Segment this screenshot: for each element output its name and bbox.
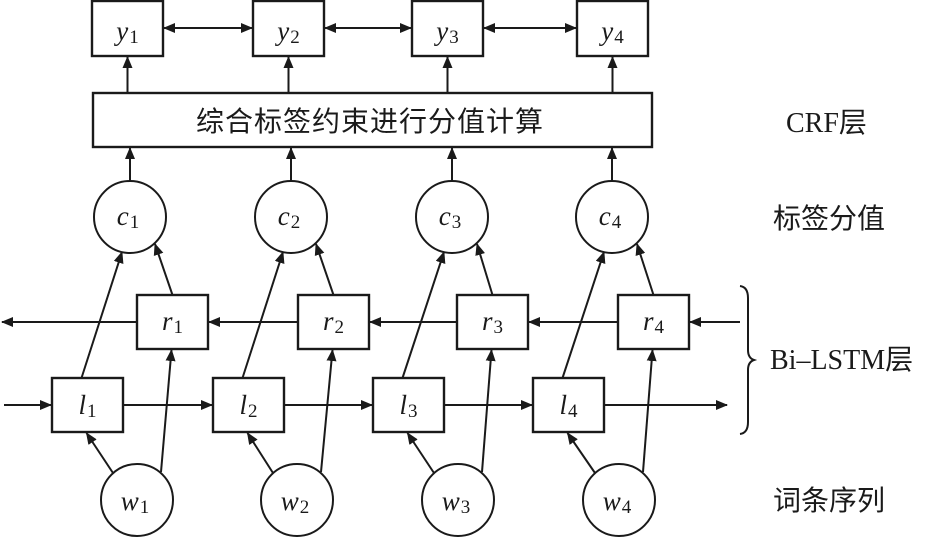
layer-label-bilstm: Bi–LSTM层 <box>770 345 913 376</box>
crf-score-box: 综合标签约束进行分值计算 <box>91 91 654 149</box>
output-tag-box <box>90 0 165 58</box>
backward-lstm-box <box>616 293 691 351</box>
tag-score-node-1: c1 <box>93 180 167 254</box>
word-circle <box>260 463 334 537</box>
word-to-forward-arrow <box>406 432 435 474</box>
word-to-forward-arrow <box>246 432 274 474</box>
forward-lstm-label: l4 <box>559 390 578 422</box>
output-tag-box <box>251 0 326 58</box>
word-label: w4 <box>603 486 632 518</box>
word-label: w3 <box>442 486 471 518</box>
forward-lstm-cell-2: l2 <box>211 376 286 434</box>
score-circle <box>254 180 328 254</box>
backward-lstm-box <box>455 293 530 351</box>
word-to-backward-arrow <box>481 349 496 473</box>
score-label: c4 <box>599 201 622 233</box>
tag-score-node-4: c4 <box>575 180 649 254</box>
output-tag-box <box>410 0 485 58</box>
word-to-forward-arrow <box>566 432 596 474</box>
crf-box-rect <box>91 91 654 149</box>
backward-lstm-cell-4: r4 <box>616 293 691 351</box>
backward-lstm-cell-3: r3 <box>455 293 530 351</box>
output-tag-label: y2 <box>274 16 299 48</box>
forward-lstm-box <box>50 376 125 434</box>
forward-lstm-box <box>371 376 446 434</box>
input-word-node-2: w2 <box>260 463 334 537</box>
word-label: w2 <box>281 486 310 518</box>
word-circle <box>100 463 174 537</box>
score-label: c2 <box>278 201 300 233</box>
forward-lstm-box <box>531 376 606 434</box>
score-circle <box>575 180 649 254</box>
edges-layer <box>1 23 740 474</box>
backward-lstm-label: r1 <box>162 306 183 338</box>
word-label: w1 <box>121 486 150 518</box>
output-tag-node-1: y1 <box>90 0 165 58</box>
forward-lstm-box <box>211 376 286 434</box>
input-word-node-3: w3 <box>421 463 495 537</box>
forward-lstm-cell-1: l1 <box>50 376 125 434</box>
score-label: c3 <box>439 201 461 233</box>
forward-to-score-arrow <box>401 251 446 379</box>
backward-lstm-box <box>135 293 210 351</box>
output-tag-label: y4 <box>598 16 624 48</box>
score-circle <box>93 180 167 254</box>
word-to-backward-arrow <box>642 349 657 473</box>
input-word-node-1: w1 <box>100 463 174 537</box>
backward-lstm-cell-1: r1 <box>135 293 210 351</box>
backward-lstm-cell-2: r2 <box>296 293 371 351</box>
layer-label-scores: 标签分值 <box>773 203 885 235</box>
backward-lstm-box <box>296 293 371 351</box>
forward-lstm-label: l1 <box>78 390 96 422</box>
crf-box-text: 综合标签约束进行分值计算 <box>196 105 544 138</box>
word-circle <box>421 463 495 537</box>
backward-to-score-arrow <box>635 243 655 296</box>
word-circle <box>582 463 656 537</box>
backward-to-score-arrow <box>314 243 335 296</box>
forward-to-score-arrow <box>561 251 606 379</box>
forward-lstm-cell-4: l4 <box>531 376 606 434</box>
forward-lstm-label: l2 <box>239 390 257 422</box>
output-tag-label: y1 <box>113 16 138 48</box>
backward-lstm-label: r4 <box>643 306 665 338</box>
tag-score-node-2: c2 <box>254 180 328 254</box>
forward-lstm-label: l3 <box>399 390 417 422</box>
word-to-forward-arrow <box>85 432 114 474</box>
input-word-node-4: w4 <box>582 463 656 537</box>
forward-to-score-arrow <box>241 251 285 379</box>
backward-lstm-label: r2 <box>323 306 344 338</box>
output-tag-node-2: y2 <box>251 0 326 58</box>
nodes-layer: y1 y2 y3 y4 c1 c2 c3 c4 r1 r2 r3 r4 l1 l2 l3 l4 w1 w2 w3 w4 <box>50 0 691 537</box>
backward-to-score-arrow <box>475 243 494 296</box>
output-tag-node-4: y4 <box>575 0 650 58</box>
backward-to-score-arrow <box>153 243 174 296</box>
tag-score-node-3: c3 <box>415 180 489 254</box>
word-to-backward-arrow <box>160 349 176 473</box>
backward-lstm-label: r3 <box>482 306 503 338</box>
layer-label-words: 词条序列 <box>773 485 885 517</box>
output-tag-box <box>575 0 650 58</box>
word-to-backward-arrow <box>320 349 337 473</box>
output-tag-node-3: y3 <box>410 0 485 58</box>
score-circle <box>415 180 489 254</box>
layer-label-crf: CRF层 <box>786 108 867 139</box>
forward-lstm-cell-3: l3 <box>371 376 446 434</box>
score-label: c1 <box>117 201 139 233</box>
output-tag-label: y3 <box>433 16 458 48</box>
bilstm-brace <box>739 285 758 435</box>
forward-to-score-arrow <box>80 251 124 379</box>
